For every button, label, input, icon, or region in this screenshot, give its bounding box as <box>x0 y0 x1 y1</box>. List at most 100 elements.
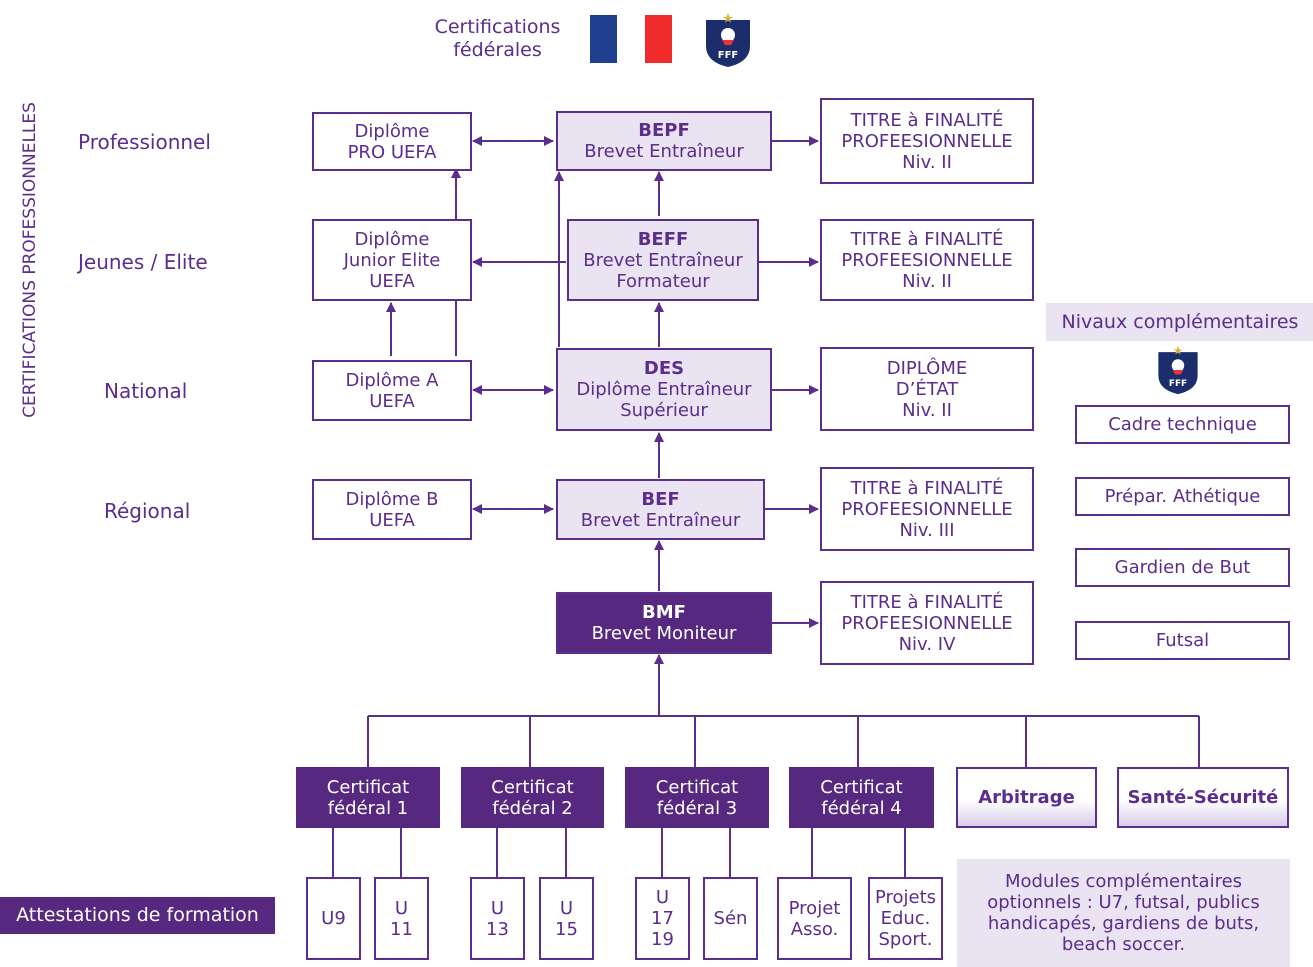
certificat-4-line1: Certificat <box>820 776 903 798</box>
titre-box-4: TITRE à FINALITÉ PROFEESIONNELLE Niv. II… <box>820 467 1034 551</box>
bef-code: BEF <box>641 488 680 510</box>
flag-blue <box>590 15 617 63</box>
titre-box-1: TITRE à FINALITÉ PROFEESIONNELLE Niv. II <box>820 98 1034 184</box>
module-arbitrage: Arbitrage <box>956 767 1097 828</box>
crest-text: FFF <box>718 50 739 61</box>
attestation-u15-line2: 15 <box>555 918 578 940</box>
diplome-junior-elite-uefa: Diplôme Junior Elite UEFA <box>312 219 472 301</box>
modules-note-line3: handicapés, gardiens de buts, <box>987 913 1260 934</box>
titre-5-line1: TITRE à FINALITÉ <box>850 591 1004 613</box>
titre-4-line3: Niv. III <box>899 519 955 541</box>
titre-4-line2: PROFEESIONNELLE <box>841 498 1013 520</box>
titre-1-line3: Niv. II <box>902 151 952 173</box>
attestation-u9: U9 <box>306 877 361 960</box>
modules-note-line2: optionnels : U7, futsal, publics <box>987 892 1260 913</box>
level-label-jeunes-elite: Jeunes / Elite <box>78 250 208 274</box>
attestation-u13-line1: U <box>490 897 505 919</box>
des-box: DES Diplôme Entraîneur Supérieur <box>556 348 772 431</box>
attestation-u11: U 11 <box>374 877 429 960</box>
attestation-senior-line1: Sén <box>713 908 748 929</box>
beff-code: BEFF <box>637 228 689 250</box>
complementary-title: Nivaux complémentaires <box>1046 303 1313 341</box>
diplome-b-line2: UEFA <box>369 509 415 531</box>
des-line2: Supérieur <box>620 400 708 421</box>
bepf-name: Brevet Entraîneur <box>584 141 744 162</box>
beff-box: BEFF Brevet Entraîneur Formateur <box>567 219 759 301</box>
diplome-junior-line3: UEFA <box>369 270 415 292</box>
certificat-2-line2: fédéral 2 <box>492 797 573 819</box>
attestation-u17-line2: 17 <box>651 908 674 929</box>
bmf-code: BMF <box>642 602 686 623</box>
titre-box-3: DIPLÔME D’ÉTAT Niv. II <box>820 347 1034 431</box>
diplome-junior-line1: Diplôme <box>354 228 430 250</box>
header-title-line2: fédérales <box>453 39 542 61</box>
titre-3-line2: D’ÉTAT <box>895 378 959 400</box>
titre-5-line3: Niv. IV <box>898 633 956 655</box>
complementary-item-cadre-technique: Cadre technique <box>1075 405 1290 444</box>
attestation-u17-line3: 19 <box>651 929 674 950</box>
attestation-senior: Sén <box>703 877 758 960</box>
attestation-projets-line1: Projets <box>874 887 937 908</box>
attestation-u13: U 13 <box>470 877 525 960</box>
titre-1-line1: TITRE à FINALITÉ <box>850 109 1004 131</box>
level-label-professionnel: Professionnel <box>78 130 211 154</box>
certificat-3-line2: fédéral 3 <box>656 797 738 819</box>
flag-red <box>645 15 672 63</box>
titre-1-line2: PROFEESIONNELLE <box>841 130 1013 152</box>
titre-5-line2: PROFEESIONNELLE <box>841 612 1013 634</box>
titre-4-line1: TITRE à FINALITÉ <box>850 477 1004 499</box>
attestation-u15-line1: U <box>559 897 574 919</box>
des-code: DES <box>643 358 685 379</box>
beff-line2: Formateur <box>616 270 710 292</box>
certificat-3-line1: Certificat <box>655 776 739 798</box>
attestation-u13-line2: 13 <box>486 918 509 940</box>
bepf-box: BEPF Brevet Entraîneur <box>556 111 772 171</box>
titre-box-5: TITRE à FINALITÉ PROFEESIONNELLE Niv. IV <box>820 581 1034 665</box>
attestation-u9-line1: U9 <box>321 908 346 929</box>
fff-crest-icon-small: FFF <box>1158 345 1198 395</box>
beff-line1: Brevet Entraîneur <box>583 249 743 271</box>
certificat-federal-2: Certificat fédéral 2 <box>461 767 604 828</box>
attestation-u15: U 15 <box>539 877 594 960</box>
titre-3-line3: Niv. II <box>902 399 952 421</box>
diplome-b-uefa: Diplôme B UEFA <box>312 479 472 540</box>
bmf-box: BMF Brevet Moniteur <box>556 592 772 654</box>
module-arbitrage-label: Arbitrage <box>978 787 1075 808</box>
attestation-projets-line3: Sport. <box>878 929 933 950</box>
attestation-projets-line2: Educ. <box>880 908 931 929</box>
attestation-u11-line1: U <box>394 897 409 919</box>
certificat-1-line2: fédéral 1 <box>327 797 409 819</box>
attestation-u17-19: U 17 19 <box>635 877 690 960</box>
attestations-label: Attestations de formation <box>0 897 275 934</box>
titre-3-line1: DIPLÔME <box>886 357 968 379</box>
diplome-pro-uefa-line1: Diplôme <box>354 120 430 142</box>
diplome-b-line1: Diplôme B <box>345 488 439 510</box>
titre-2-line1: TITRE à FINALITÉ <box>850 228 1004 250</box>
module-sante-securite-label: Santé-Sécurité <box>1127 787 1279 808</box>
attestation-u17-line1: U <box>655 887 670 908</box>
diplome-a-uefa: Diplôme A UEFA <box>312 360 472 421</box>
diplome-junior-line2: Junior Elite <box>343 249 441 271</box>
diplome-pro-uefa-line2: PRO UEFA <box>347 141 437 163</box>
header-title: Certifications fédérales <box>425 16 570 62</box>
diplome-a-line1: Diplôme A <box>345 369 439 391</box>
level-label-national: National <box>104 379 188 403</box>
diplome-a-line2: UEFA <box>369 390 415 412</box>
level-label-regional: Régional <box>104 499 191 523</box>
attestation-projet-asso: Projet Asso. <box>777 877 852 960</box>
module-sante-securite: Santé-Sécurité <box>1117 767 1289 828</box>
complementary-item-futsal: Futsal <box>1075 621 1290 660</box>
titre-box-2: TITRE à FINALITÉ PROFEESIONNELLE Niv. II <box>820 219 1034 301</box>
certificat-federal-1: Certificat fédéral 1 <box>296 767 440 828</box>
bmf-name: Brevet Moniteur <box>591 623 737 644</box>
titre-2-line2: PROFEESIONNELLE <box>841 249 1013 271</box>
attestation-projet-line1: Projet <box>788 897 841 919</box>
certificat-2-line1: Certificat <box>491 776 574 798</box>
crest-text-small: FFF <box>1169 379 1187 389</box>
attestation-projets-educ-sport: Projets Educ. Sport. <box>868 877 943 960</box>
diplome-pro-uefa: Diplôme PRO UEFA <box>312 112 472 171</box>
bepf-code: BEPF <box>638 120 690 141</box>
complementary-item-prepar-athletique: Prépar. Athétique <box>1075 477 1290 516</box>
attestation-u11-line2: 11 <box>390 918 413 940</box>
